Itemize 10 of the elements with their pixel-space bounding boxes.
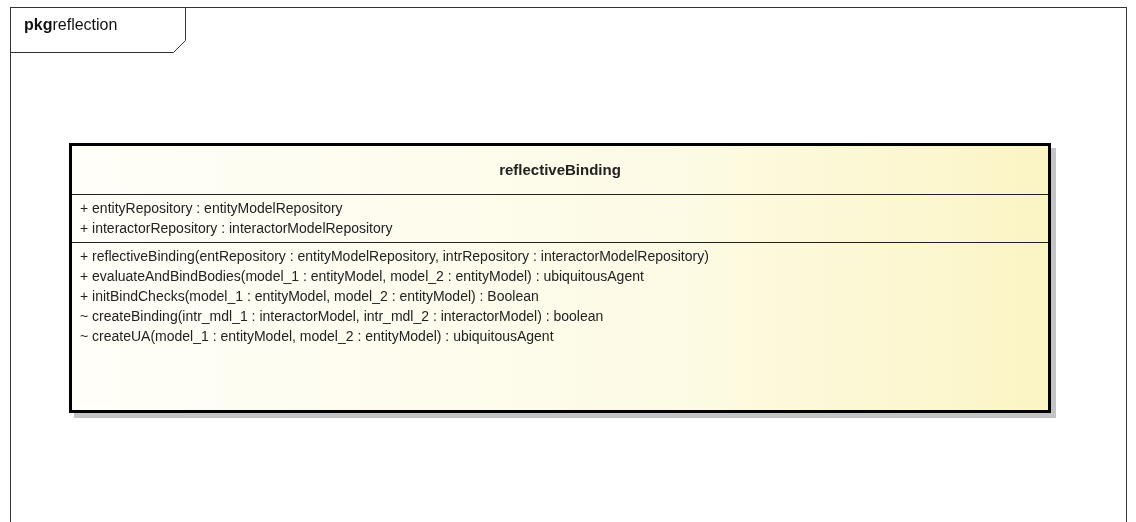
package-name: pkgreflection bbox=[24, 16, 118, 34]
attribute-text: + entityRepository : entityModelRepository bbox=[80, 199, 344, 218]
operation-text: + initBindChecks(model_1 : entityModel, model_2 : entityModel) : Boolean bbox=[80, 287, 540, 306]
attribute-text: + interactorRepository : interactorModelRepository bbox=[80, 219, 394, 238]
operation-text: + evaluateAndBindBodies(model_1 : entityModel, model_2 : entityModel) : ubiquitousAgent bbox=[80, 267, 645, 286]
operation-text: + reflectiveBinding(entRepository : entityModelRepository, intrRepository : interactorModelRepository) bbox=[80, 247, 710, 266]
package-frame bbox=[10, 7, 1127, 522]
class-name: reflectiveBinding bbox=[498, 160, 622, 180]
operation-text: ~ createBinding(intr_mdl_1 : interactorModel, intr_mdl_2 : interactorModel) : boolean bbox=[80, 307, 605, 326]
operation-text: ~ createUA(model_1 : entityModel, model_2 : entityModel) : ubiquitousAgent bbox=[80, 327, 555, 346]
